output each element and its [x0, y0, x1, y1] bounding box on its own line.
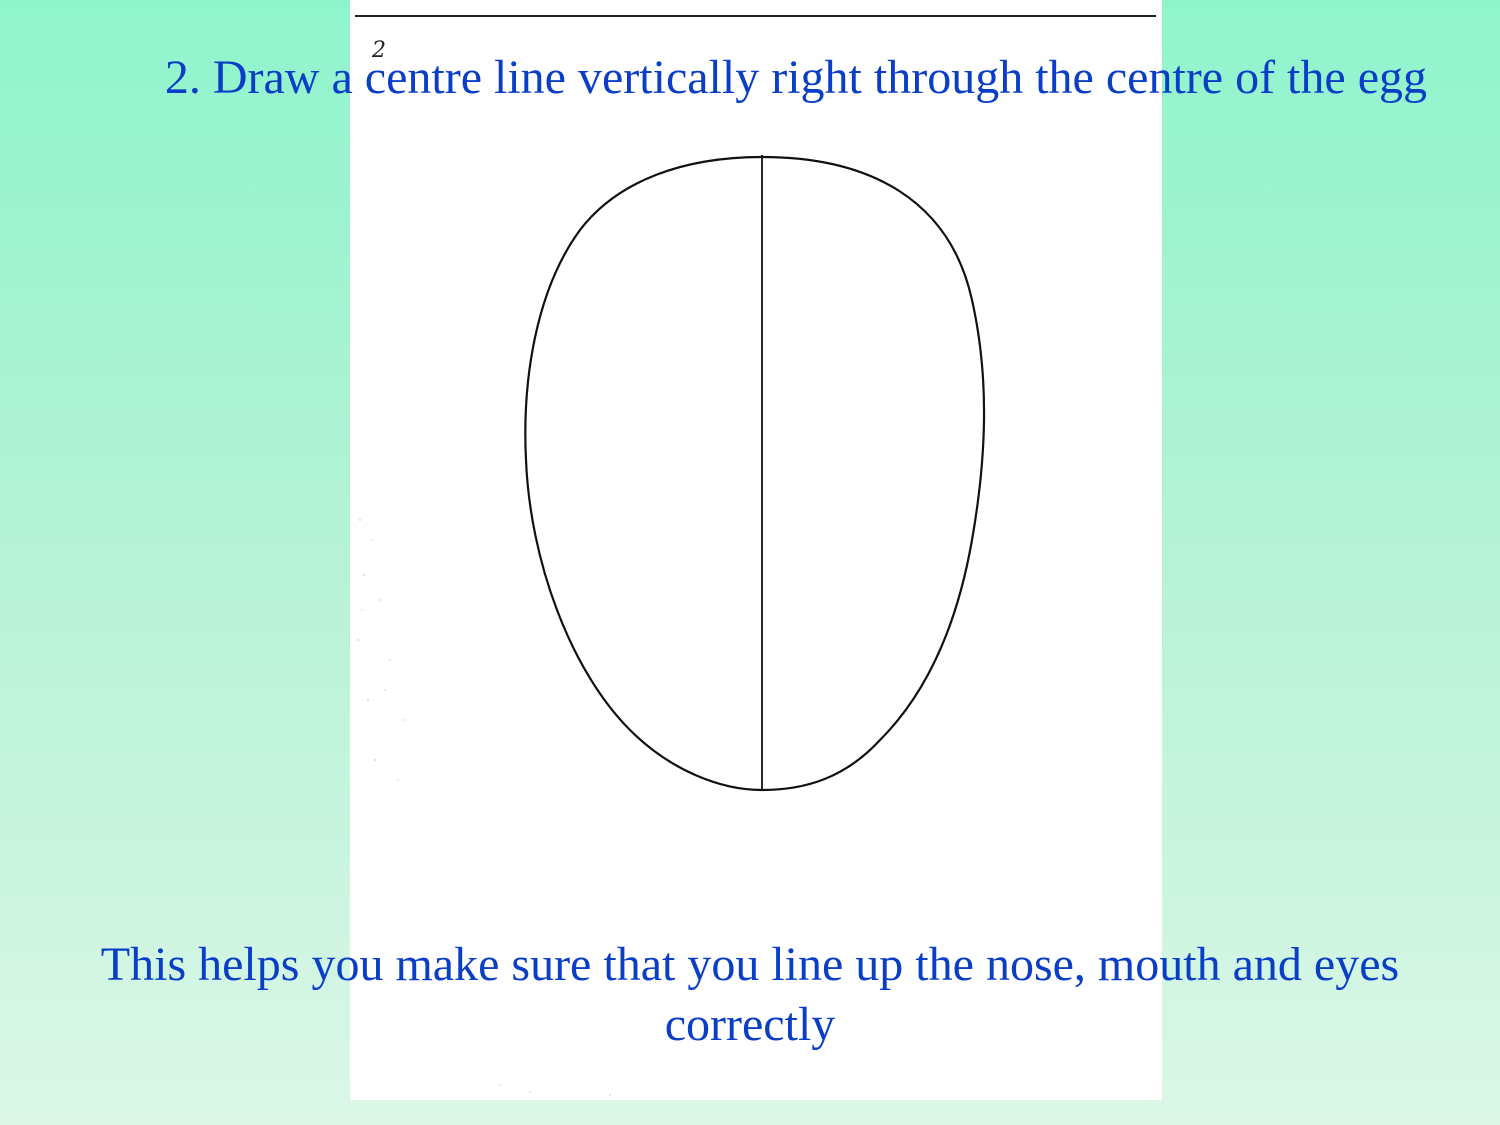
page-number-mark: 2 — [371, 38, 386, 63]
egg-sketch: 2 — [355, 15, 1156, 1096]
scan-speckle — [356, 518, 611, 1096]
egg-outline — [524, 155, 986, 792]
scanned-worksheet: 2 — [350, 0, 1162, 1100]
explanation-text: This helps you make sure that you line u… — [100, 938, 1400, 1051]
step-title: 2. Draw a centre line vertically right t… — [164, 51, 1427, 104]
